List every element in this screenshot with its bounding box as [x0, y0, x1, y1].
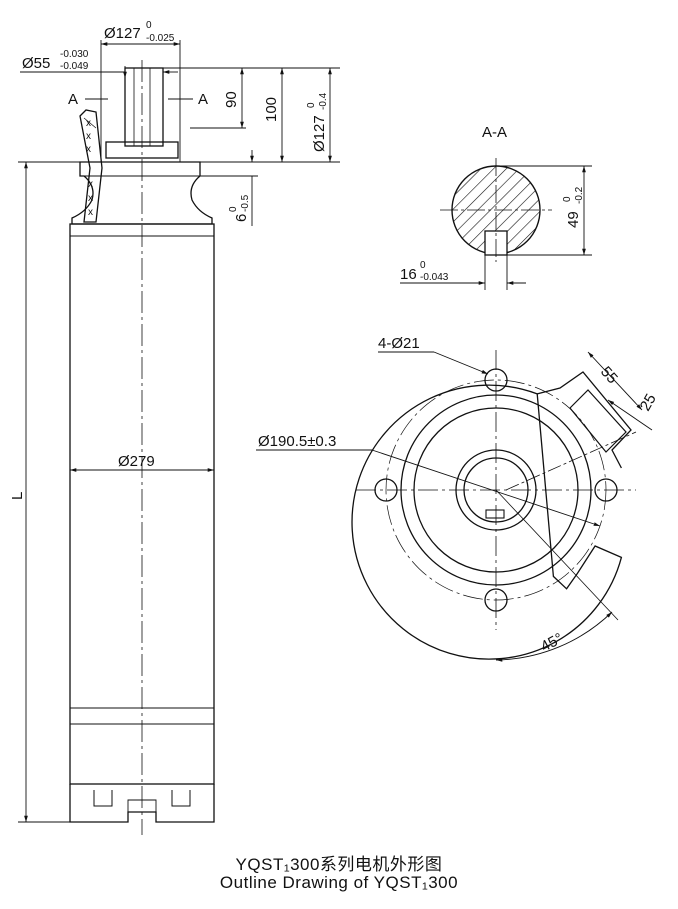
- caption-chinese: YQST₁300系列电机外形图: [235, 855, 443, 874]
- dim-key-width-16-tol-lower: -0.043: [420, 272, 449, 283]
- flange-outer-outline: [351, 384, 623, 660]
- section-marker-a-right: A: [198, 91, 208, 108]
- dim-step-6-tol-lower: -0.5: [240, 194, 251, 212]
- dim-flange-dia-127-tol-upper: 0: [306, 102, 317, 108]
- dim-bolt-circle: Ø190.5±0.3: [258, 433, 336, 450]
- dim-section-49: 49: [565, 211, 582, 228]
- flange-top-view: [256, 350, 653, 662]
- svg-text:x: x: [86, 144, 91, 155]
- svg-text:x: x: [88, 179, 93, 190]
- motor-side-view: x x x x x x: [69, 60, 215, 835]
- section-title-a-a: A-A: [482, 124, 507, 141]
- svg-text:x: x: [88, 193, 93, 204]
- dim-section-49-tol-lower: -0.2: [574, 186, 585, 204]
- dim-key-width-16-tol-upper: 0: [420, 260, 426, 271]
- dim-shaft-dia-55-tol-upper: -0.030: [60, 49, 89, 60]
- motor-base: [69, 784, 215, 823]
- dim-shaft-dia-55-tol-lower: -0.049: [60, 61, 89, 72]
- dim-holes-4x21: 4-Ø21: [378, 335, 420, 352]
- motor-body: [69, 223, 215, 785]
- section-a-a-view: [400, 158, 592, 290]
- caption-english: Outline Drawing of YQST₁300: [219, 873, 459, 892]
- dim-height-90: 90: [223, 91, 240, 108]
- cable-marks: x x x x x x: [86, 118, 93, 218]
- dim-shaft-dia-127-tol-lower: -0.025: [146, 33, 175, 44]
- dim-step-6: 6: [233, 214, 250, 222]
- dim-section-49-tol-upper: 0: [562, 196, 573, 202]
- dim-flange-dia-127: Ø127: [311, 115, 328, 152]
- dim-length-L: L: [9, 492, 26, 500]
- dim-body-dia-279: Ø279: [118, 453, 155, 470]
- dim-shaft-dia-127: Ø127: [104, 25, 141, 42]
- dim-25: 25: [637, 391, 660, 414]
- dim-height-100: 100: [263, 97, 280, 122]
- dim-angle-45: 45°: [538, 630, 566, 656]
- motor-shaft: [124, 67, 164, 147]
- dim-shaft-dia-55: Ø55: [22, 55, 50, 72]
- dim-shaft-dia-127-tol-upper: 0: [146, 20, 152, 31]
- dim-key-width-16: 16: [400, 266, 417, 283]
- shaft-collar: [105, 141, 179, 159]
- svg-text:x: x: [86, 118, 91, 129]
- shaft-key: [485, 509, 505, 519]
- svg-text:x: x: [86, 131, 91, 142]
- dim-step-6-tol-upper: 0: [228, 206, 239, 212]
- motor-cable: [79, 109, 103, 223]
- dim-flange-dia-127-tol-lower: -0.4: [318, 92, 329, 110]
- section-marker-a-left: A: [68, 91, 78, 108]
- side-view-dimensions: [18, 40, 340, 823]
- svg-text:x: x: [88, 207, 93, 218]
